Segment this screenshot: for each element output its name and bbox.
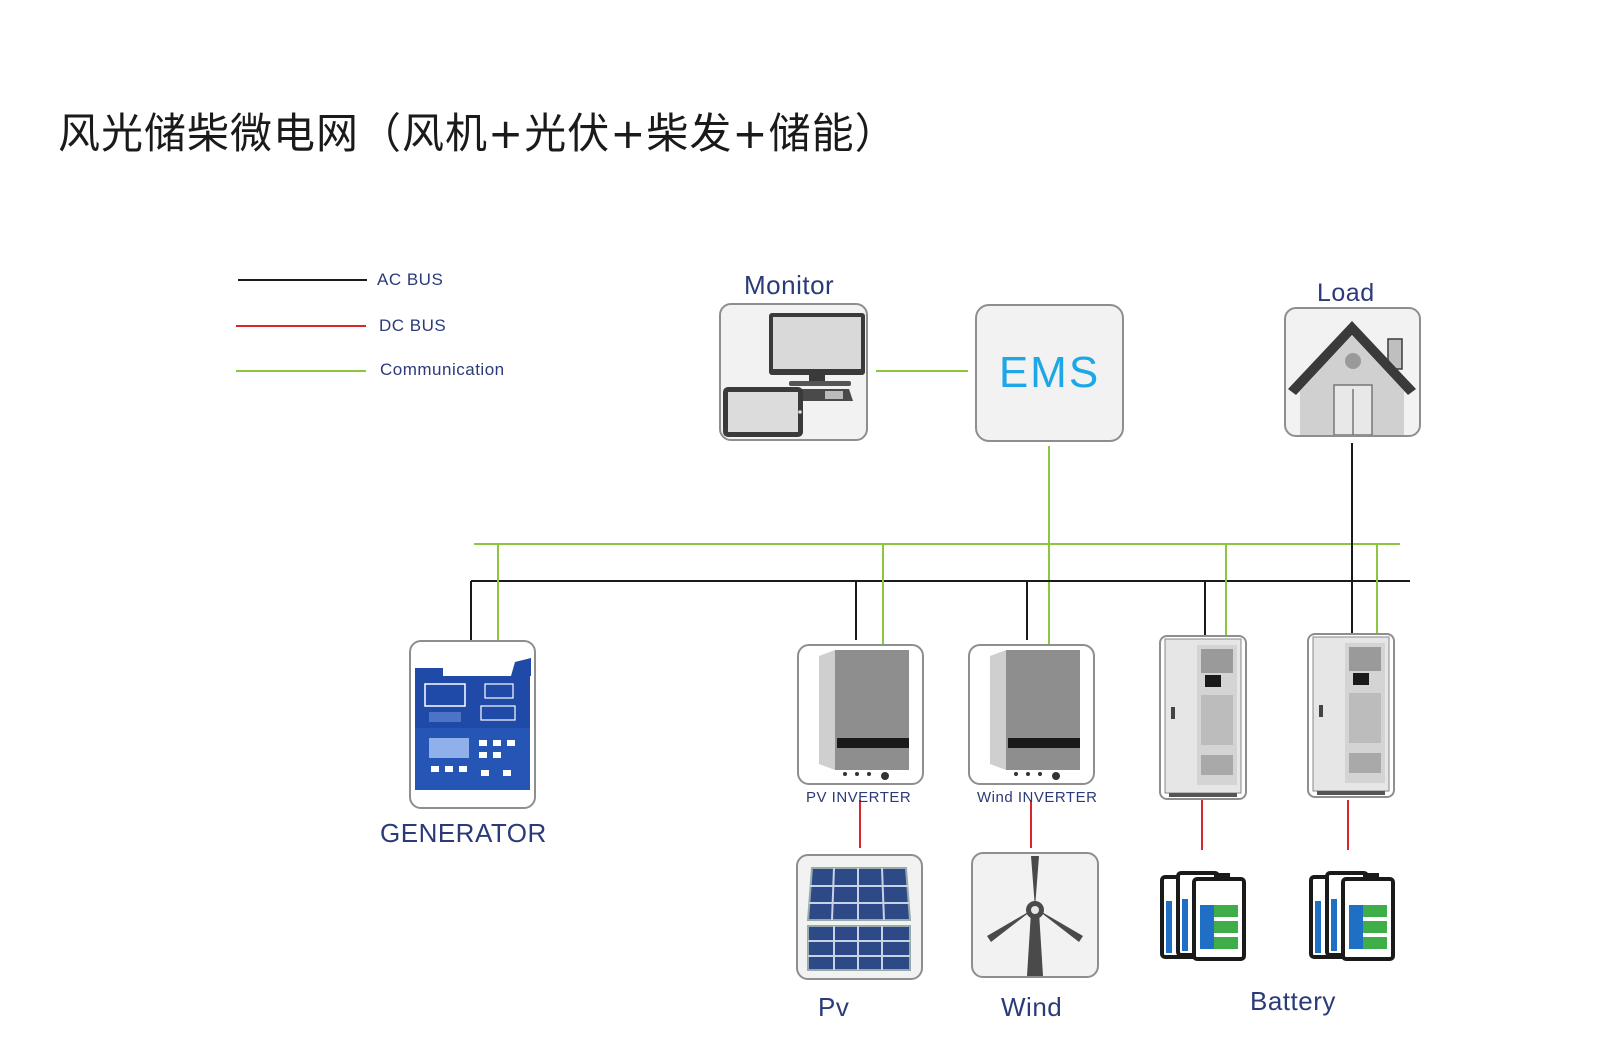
generator-label: GENERATOR — [380, 818, 547, 848]
monitor-label: Monitor — [744, 270, 835, 300]
wind-turbine-icon — [987, 856, 1083, 976]
page-title: 风光储柴微电网（风机+光伏+柴发+储能） — [58, 109, 898, 158]
inverter-icon — [990, 650, 1080, 780]
ems-label: EMS — [998, 348, 1101, 397]
house-icon — [1288, 321, 1416, 436]
load-label: Load — [1317, 279, 1375, 307]
monitor-node[interactable] — [719, 303, 868, 441]
wind-inverter-node[interactable] — [968, 644, 1095, 785]
legend-ac-label: AC BUS — [377, 270, 444, 289]
cabinet-icon — [1312, 636, 1390, 795]
battery-icon — [1160, 871, 1246, 961]
pv-label: Pv — [818, 992, 850, 1022]
legend-dc-label: DC BUS — [379, 316, 447, 335]
load-node[interactable] — [1284, 307, 1421, 437]
battery-pack-2[interactable] — [1309, 865, 1399, 965]
pv-inverter-node[interactable] — [797, 644, 924, 785]
battery-icon — [1309, 871, 1395, 961]
inverter-icon — [819, 650, 909, 780]
pv-node[interactable] — [796, 854, 923, 980]
pv-inverter-label: PV INVERTER — [806, 789, 912, 806]
wind-label: Wind — [1001, 992, 1063, 1022]
legend-comm-label: Communication — [380, 360, 505, 379]
generator-node[interactable] — [409, 640, 536, 809]
battery-pack-1[interactable] — [1160, 865, 1250, 965]
monitor-icon — [723, 313, 865, 437]
generator-icon — [415, 658, 531, 790]
wind-inverter-label: Wind INVERTER — [977, 789, 1098, 806]
battery-cabinet-1[interactable] — [1159, 635, 1247, 800]
solar-panel-icon — [806, 867, 912, 971]
battery-cabinet-2[interactable] — [1307, 633, 1395, 798]
ems-node[interactable]: EMS — [975, 304, 1124, 442]
cabinet-icon — [1164, 638, 1242, 797]
battery-label: Battery — [1250, 986, 1336, 1016]
wind-node[interactable] — [971, 852, 1099, 978]
